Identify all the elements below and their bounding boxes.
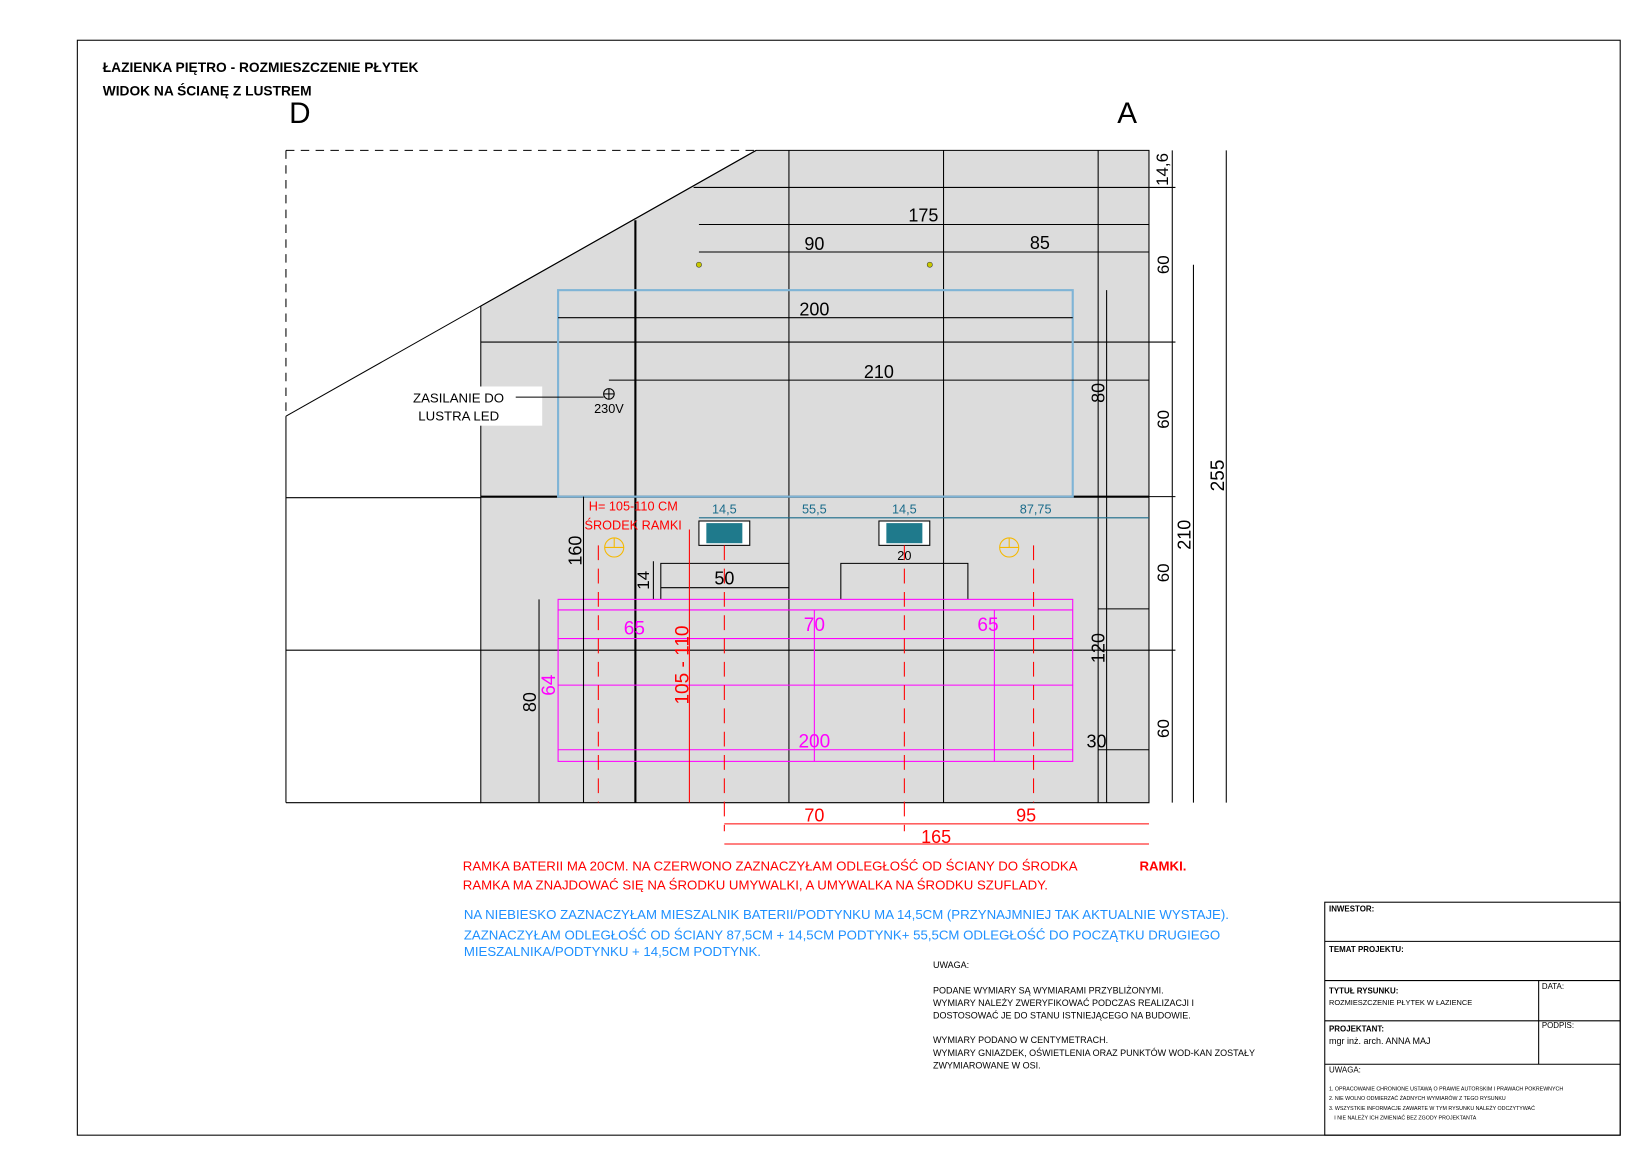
dimensions-right-80-label: 80 — [1088, 383, 1108, 403]
red-notes: RAMKA BATERII MA 20CM. NA CZERWONO ZAZNA… — [463, 858, 1187, 892]
annotations-power-label-2-label: LUSTRA LED — [418, 408, 499, 423]
dimensions-right-255-label: 255 — [1208, 460, 1229, 492]
line-mark — [285, 149, 757, 417]
dimensions-vanity-65b-label: 65 — [977, 615, 998, 636]
remarks-line5-label: WYMIARY GNIAZDEK, OŚWIETLENIA ORAZ PUNKT… — [933, 1047, 1255, 1058]
annotations-power-label-1-label: ZASILANIE DO — [413, 390, 504, 405]
dimensions-mixer-14-5b-label: 14,5 — [892, 503, 917, 517]
notes-blue-line3-label: MIESZALNIKA/PODTYNKU + 14,5CM PODTYNK. — [464, 944, 761, 959]
title-block-note4-label: I NIE NALEŻY ICH ZMIENIAĆ BEZ ZGODY PROJ… — [1334, 1114, 1476, 1121]
wall-label-a: A — [1117, 97, 1137, 130]
wall-light-icon — [604, 537, 625, 558]
notes-blue-line2-label: ZAZNACZYŁAM ODLEGŁOŚĆ OD ŚCIANY 87,5CM +… — [464, 927, 1220, 942]
dimensions-left-80-label: 80 — [520, 692, 540, 712]
wall-label-d: D — [289, 97, 310, 130]
dimensions-vanity-200-label: 200 — [798, 732, 830, 753]
dimensions-mixer-14-5a-label: 14,5 — [712, 503, 737, 517]
dimensions-vanity-70-label: 70 — [804, 615, 825, 636]
dimensions-bottom-95-label: 95 — [1016, 806, 1036, 826]
dimensions-mixer-87-75-label: 87,75 — [1020, 503, 1052, 517]
dimensions-vanity-65a-label: 65 — [624, 618, 645, 639]
polyline-mark — [660, 562, 790, 600]
axis-lines: 105 - 110 — [597, 529, 1035, 832]
remarks-line1-label: PODANE WYMIARY SĄ WYMIARAMI PRZYBLIŻONYM… — [933, 985, 1164, 995]
left-dimensions: 160 80 — [520, 496, 585, 803]
remarks-heading-label: UWAGA: — [933, 960, 969, 970]
title-block-note2-label: 2. NIE WOLNO ODMIERZAĆ ŻADNYCH WYMIARÓW … — [1329, 1095, 1506, 1102]
dimensions-mirror-200-label: 200 — [799, 300, 829, 320]
blue-notes: NA NIEBIESKO ZAZNACZYŁAM MIESZALNIK BATE… — [464, 907, 1229, 959]
remarks: UWAGA: PODANE WYMIARY SĄ WYMIARAMI PRZYB… — [933, 960, 1255, 1071]
dimensions-vanity-64-label: 64 — [539, 674, 560, 696]
mixer-right — [878, 520, 931, 546]
mixer-dimensions: 14,5 55,5 14,5 87,75 — [698, 503, 1149, 519]
annotations-voltage-label: 230V — [594, 402, 624, 416]
title-block-topic-label-label: TEMAT PROJEKTU: — [1329, 945, 1404, 954]
title-block-note3-label: 3. WSZYSTKIE INFORMACJE ZAWARTE W TYM RY… — [1329, 1105, 1535, 1112]
power-socket: 230V ZASILANIE DO LUSTRA LED — [407, 386, 624, 426]
rect-mark — [557, 598, 1074, 762]
vanity-outline: 65 70 65 200 64 — [539, 598, 1074, 762]
remarks-line2-label: WYMIARY NALEŻY ZWERYFIKOWAĆ PODCZAS REAL… — [933, 998, 1194, 1008]
dimensions-right-60a-label: 60 — [1154, 255, 1173, 274]
title-block-note1-label: 1. OPRACOWANIE CHRONIONE USTAWĄ O PRAWIE… — [1329, 1087, 1563, 1093]
wall-light-icon — [999, 537, 1020, 558]
dimensions-mixer-55-5-label: 55,5 — [802, 503, 827, 517]
dimensions-right-60c-label: 60 — [1154, 563, 1173, 582]
dimensions-bottom-165-label: 165 — [921, 827, 951, 847]
title-block-designer-label: mgr inż. arch. ANNA MAJ — [1329, 1036, 1431, 1046]
height-note: H= 105-110 CM — [589, 499, 678, 513]
dimensions-top-175-label: 175 — [908, 205, 938, 225]
title-block-drawing-title-label-label: TYTUŁ RYSUNKU: — [1329, 986, 1398, 995]
bottom-dimensions: 70 95 165 — [724, 806, 1149, 847]
rect-mark — [407, 386, 543, 426]
drawing-title: ŁAZIENKA PIĘTRO - ROZMIESZCZENIE PŁYTEK — [103, 60, 419, 75]
rect-mark — [1324, 901, 1621, 1136]
notes-red-line1-bold-label: RAMKI. — [1139, 858, 1186, 873]
light-point-icon — [926, 261, 933, 268]
sheet-frame — [76, 39, 1621, 1136]
right-dimensions: 14,6 60 60 60 60 210 255 80 120 30 — [1086, 150, 1229, 803]
polyline-mark — [840, 562, 969, 600]
dimensions-right-30-label: 30 — [1086, 732, 1106, 752]
mixer-left — [698, 520, 751, 546]
frame-center-note: ŚRODEK RAMKI — [585, 517, 682, 532]
dimensions-frame-14-label: 14 — [634, 571, 653, 590]
dimensions-left-160-label: 160 — [565, 536, 585, 566]
light-point-icon — [696, 261, 702, 268]
dimensions-right-14-6-label: 14,6 — [1153, 153, 1172, 186]
title-block-signature-label-label: PODPIS: — [1542, 1021, 1574, 1030]
title-block-drawing-title-label: ROZMIESZCZENIE PŁYTEK W ŁAZIENCE — [1329, 998, 1472, 1007]
dimensions-right-120-label: 120 — [1088, 633, 1108, 663]
dimensions-top-85-label: 85 — [1030, 233, 1050, 253]
remarks-line3-label: DOSTOSOWAĆ JE DO STANU ISTNIEJĄCEGO NA B… — [933, 1011, 1191, 1021]
title-block-notes-label-label: UWAGA: — [1329, 1066, 1361, 1075]
wall-elevation — [285, 149, 1150, 804]
remarks-line6-label: ZWYMIAROWANE W OSI. — [933, 1060, 1041, 1070]
dimensions-red-105-110-label: 105 - 110 — [672, 625, 693, 704]
title-block: INWESTOR: TEMAT PROJEKTU: TYTUŁ RYSUNKU:… — [1324, 901, 1621, 1136]
top-dimensions: 175 90 85 200 210 — [558, 205, 1149, 382]
title-block-designer-label-label: PROJEKTANT: — [1329, 1024, 1384, 1033]
dimensions-right-60b-label: 60 — [1154, 410, 1173, 429]
title-block-date-label-label: DATA: — [1542, 982, 1564, 991]
title-block-investor-label-label: INWESTOR: — [1329, 905, 1374, 914]
mirror-outline — [557, 289, 1074, 498]
notes-red-line2-label: RAMKA MA ZNAJDOWAĆ SIĘ NA ŚRODKU UMYWALK… — [463, 878, 1048, 893]
dimensions-top-90-label: 90 — [804, 234, 824, 254]
dimensions-right-60d-label: 60 — [1154, 719, 1173, 738]
notes-blue-line1-label: NA NIEBIESKO ZAZNACZYŁAM MIESZALNIK BATE… — [464, 907, 1229, 922]
drawing-subtitle: WIDOK NA ŚCIANĘ Z LUSTREM — [103, 81, 312, 98]
rect-mark — [706, 523, 743, 544]
notes-red-line1-label: RAMKA BATERII MA 20CM. NA CZERWONO ZAZNA… — [463, 858, 1078, 873]
dimensions-right-210-label: 210 — [1174, 520, 1194, 550]
rect-mark — [886, 523, 923, 544]
dimensions-bottom-70-label: 70 — [804, 806, 824, 826]
remarks-line4-label: WYMIARY PODANO W CENTYMETRACH. — [933, 1035, 1108, 1045]
dimensions-power-210-label: 210 — [864, 362, 894, 382]
